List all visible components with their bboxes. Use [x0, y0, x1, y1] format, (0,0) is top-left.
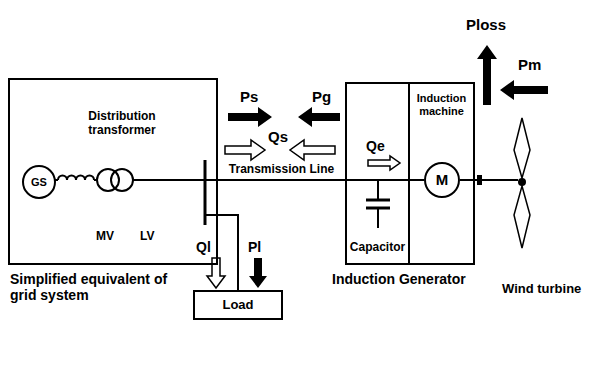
box-label: M	[436, 171, 449, 188]
machine-section: M Induction machine	[410, 84, 473, 263]
load-box: Load	[193, 290, 283, 320]
power-label: Pg	[312, 88, 331, 105]
connector-wire	[218, 179, 345, 181]
wire	[133, 179, 205, 181]
reactive-arrow	[290, 140, 335, 160]
box-heading: Simplified equivalent of grid system	[10, 271, 170, 303]
box-label: Induction machine	[413, 92, 470, 117]
wire	[346, 179, 424, 181]
voltage-label: LV	[140, 230, 154, 244]
wire	[205, 179, 217, 181]
line-label: Transmission Line	[227, 163, 336, 177]
turbine-hub	[518, 178, 526, 186]
wire	[205, 214, 217, 216]
generator-symbol: GS	[22, 165, 56, 199]
power-arrow	[249, 258, 267, 288]
reactive-arrow	[207, 258, 225, 288]
voltage-label: MV	[96, 230, 114, 244]
coupling	[477, 175, 482, 185]
wire	[377, 180, 379, 200]
induction-generator-box: CapacitorMInduction machineInduction Gen…	[345, 82, 475, 265]
box-heading: Induction Generator	[332, 271, 466, 287]
power-arrow	[298, 107, 340, 127]
box-label: GS	[31, 176, 47, 189]
reactive-power-label: Qe	[366, 138, 385, 154]
inductor-symbol	[58, 176, 94, 181]
power-arrow	[477, 45, 497, 105]
wire	[377, 208, 379, 228]
reactive-arrow	[368, 156, 400, 170]
box-label: Capacitor	[350, 241, 405, 255]
machine-symbol: M	[424, 162, 460, 198]
power-label: Ploss	[466, 16, 506, 33]
part-label: Distribution transformer	[72, 110, 172, 138]
power-label: Pl	[248, 239, 261, 255]
power-label: Ps	[240, 88, 258, 105]
transformer-winding	[97, 169, 119, 191]
power-arrow	[228, 107, 272, 127]
capacitor-section: Capacitor	[347, 84, 410, 263]
turbine-blade	[514, 186, 530, 248]
reactive-arrow	[225, 140, 265, 160]
shaft	[460, 179, 518, 181]
part-label: Wind turbine	[500, 282, 583, 297]
transformer-winding	[111, 169, 133, 191]
power-arrow	[500, 80, 548, 100]
reactive-power-label: Ql	[196, 239, 211, 255]
box-label: Load	[222, 298, 253, 313]
capacitor-plate	[366, 199, 390, 202]
turbine-blade	[514, 118, 530, 178]
power-label: Pm	[518, 56, 541, 73]
connector-wire	[218, 215, 238, 290]
reactive-power-label: Qs	[268, 128, 288, 145]
